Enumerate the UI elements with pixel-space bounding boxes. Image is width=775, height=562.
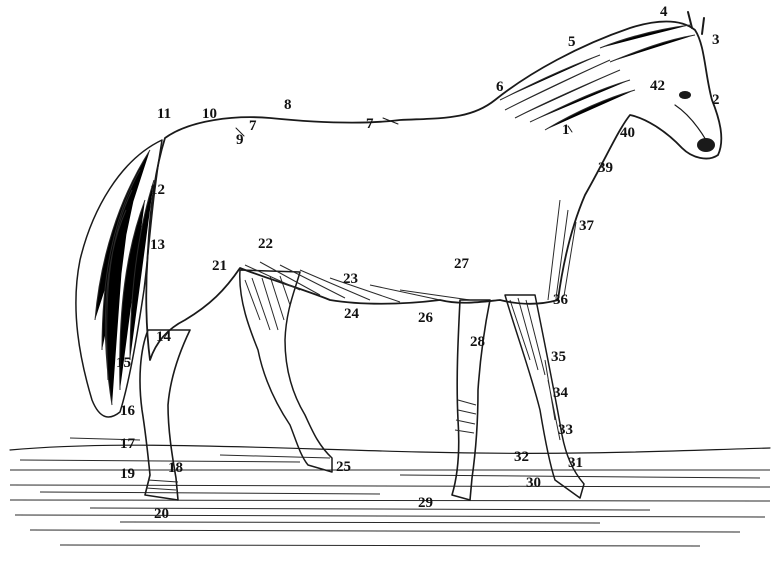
point-label-34: 34: [553, 385, 569, 401]
point-label-33: 33: [558, 422, 573, 438]
point-label-6: 6: [496, 79, 504, 95]
point-label-18: 18: [168, 460, 183, 476]
point-label-37: 37: [579, 218, 595, 234]
point-label-23: 23: [343, 271, 358, 287]
point-label-21: 21: [212, 258, 227, 274]
point-label-40: 40: [620, 125, 635, 141]
point-label-12: 12: [150, 182, 165, 198]
point-label-10: 10: [202, 106, 217, 122]
point-label-22: 22: [258, 236, 273, 252]
point-label-39: 39: [598, 160, 613, 176]
point-label-9: 9: [236, 132, 244, 148]
point-label-16: 16: [120, 403, 136, 419]
point-label-28: 28: [470, 334, 485, 350]
point-label-5: 5: [568, 34, 576, 50]
point-label-31: 31: [568, 455, 583, 471]
point-labels: 4 3 5 2 42 6 1 40 39 7 8 10 11 7 9 12 13…: [116, 4, 720, 522]
point-label-24: 24: [344, 306, 360, 322]
point-label-20: 20: [154, 506, 169, 522]
point-label-17: 17: [120, 436, 136, 452]
point-label-26: 26: [418, 310, 434, 326]
point-label-29: 29: [418, 495, 433, 511]
point-label-7: 7: [366, 116, 374, 132]
point-label-32: 32: [514, 449, 529, 465]
point-label-1: 1: [562, 122, 570, 138]
point-label-4: 4: [660, 4, 668, 20]
point-label-3: 3: [712, 32, 720, 48]
point-label-30: 30: [526, 475, 541, 491]
point-label-27: 27: [454, 256, 470, 272]
point-label-7-haunch: 7: [249, 118, 257, 134]
point-label-14: 14: [156, 329, 172, 345]
point-label-15: 15: [116, 355, 131, 371]
point-label-42: 42: [650, 78, 665, 94]
point-label-36: 36: [553, 292, 569, 308]
point-label-25: 25: [336, 459, 351, 475]
horse-body: [146, 12, 721, 360]
point-label-19: 19: [120, 466, 135, 482]
point-label-13: 13: [150, 237, 165, 253]
point-label-2: 2: [712, 92, 720, 108]
point-label-8: 8: [284, 97, 292, 113]
point-label-35: 35: [551, 349, 566, 365]
horse-eye: [679, 91, 691, 99]
ground-shading: [10, 438, 770, 546]
point-label-11: 11: [157, 106, 171, 122]
